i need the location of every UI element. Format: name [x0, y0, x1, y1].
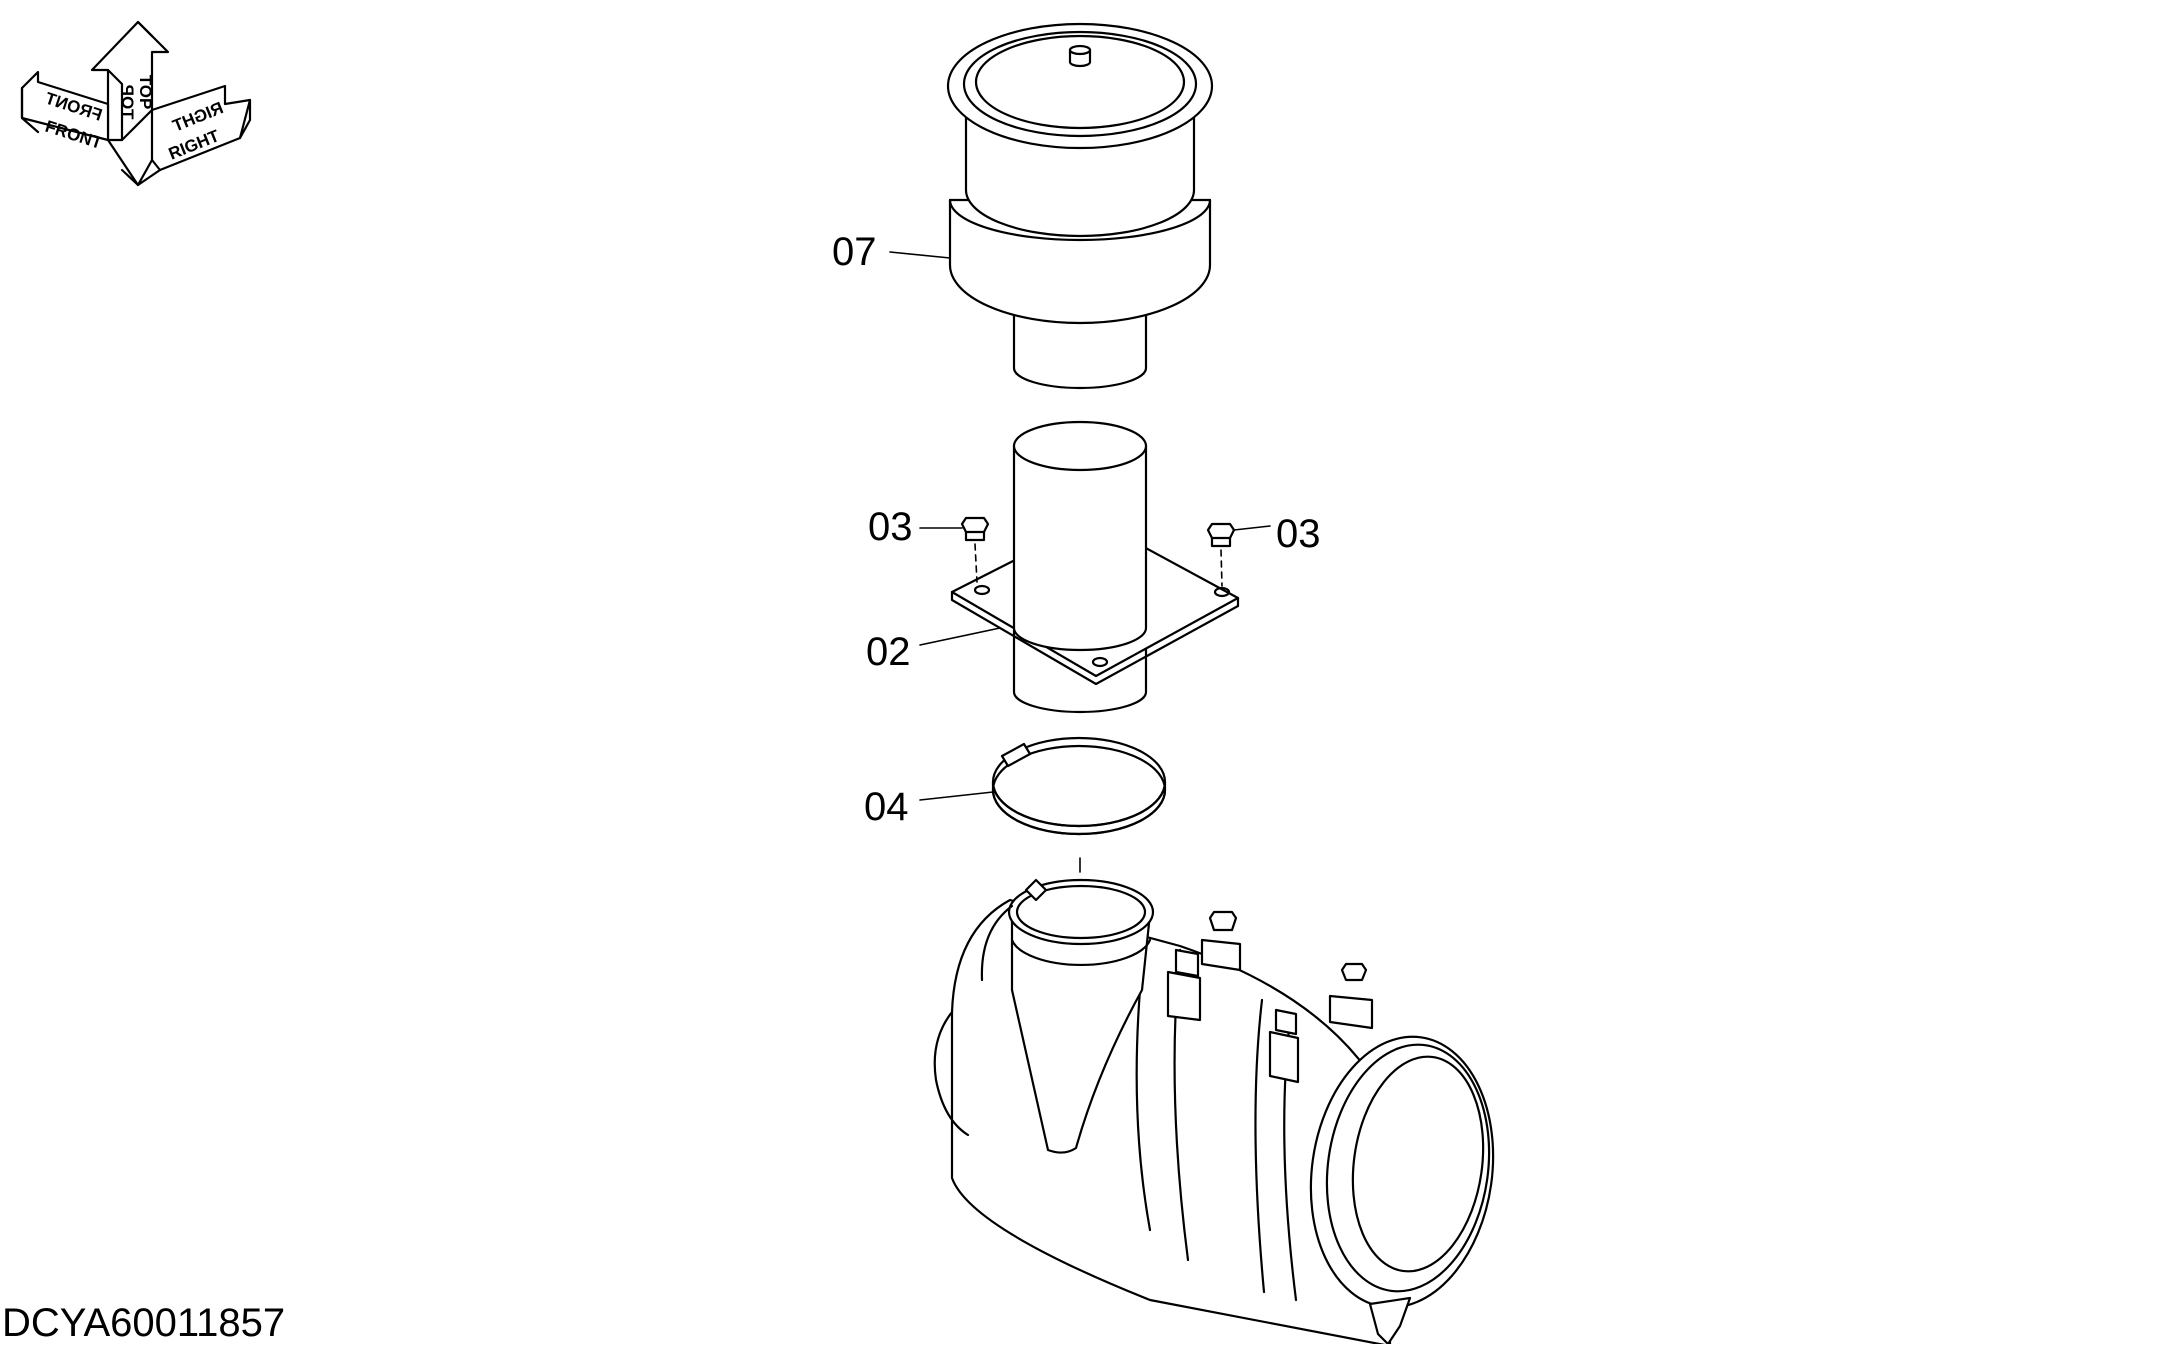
orientation-top-label: TOP [136, 75, 155, 110]
orientation-indicator: TOP TOP FRONT FRONT RIGHT RIGHT [20, 20, 252, 187]
callout-04: 04 [864, 785, 994, 829]
part-04-hose-clamp [991, 736, 1167, 879]
drawing-id: DCYA60011857 [2, 1301, 285, 1344]
part-07-rain-cap [946, 22, 1214, 390]
callout-03-left: 03 [868, 505, 963, 549]
callout-02: 02 [866, 627, 1001, 674]
part-02-inlet-pipe [950, 420, 1240, 714]
callout-04-label: 04 [864, 785, 909, 829]
orientation-top-label-mirrored: TOP [118, 85, 137, 120]
callout-03-left-label: 03 [868, 505, 913, 549]
callout-02-label: 02 [866, 630, 911, 674]
callout-03-right-label: 03 [1276, 512, 1321, 556]
part-03-bolt-right [1206, 522, 1236, 587]
callout-03-right: 03 [1233, 512, 1321, 556]
part-03-bolt-left [960, 516, 990, 583]
callout-07: 07 [832, 230, 951, 274]
air-cleaner-body [933, 878, 1495, 1348]
callout-07-label: 07 [832, 230, 877, 274]
